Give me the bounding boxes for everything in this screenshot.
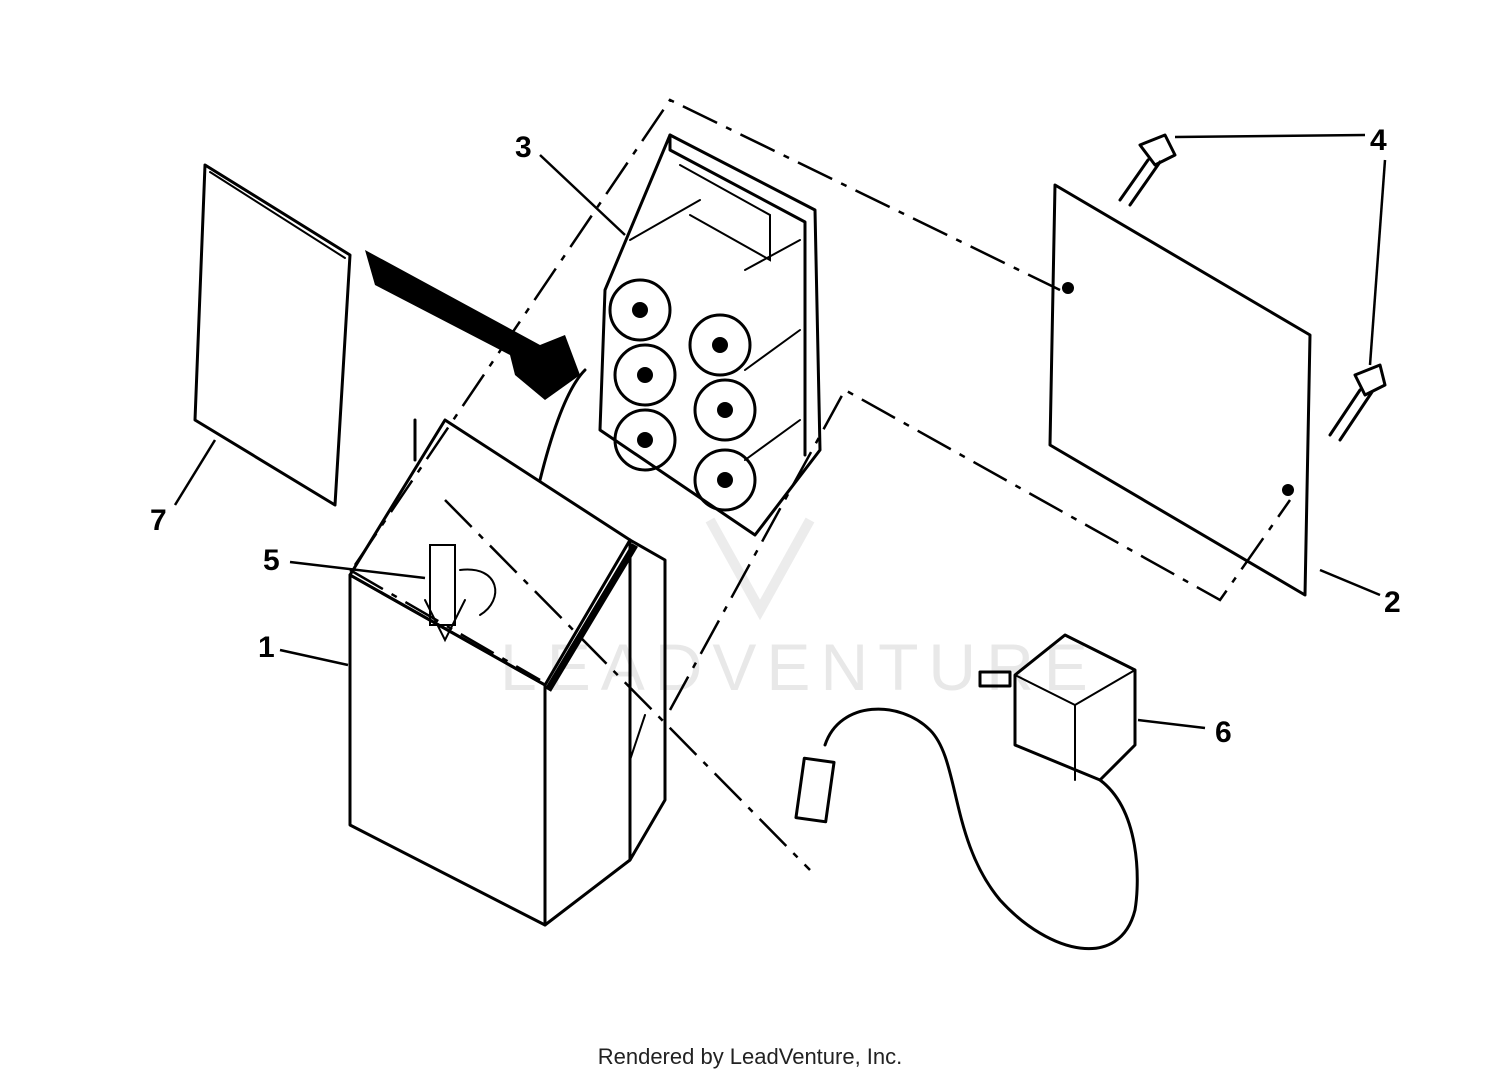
callout-3: 3 (515, 131, 532, 164)
callout-5: 5 (263, 544, 280, 577)
callout-7: 7 (150, 504, 167, 537)
callout-2: 2 (1384, 586, 1401, 619)
insertion-arrow-icon (365, 250, 580, 400)
housing-part (348, 418, 667, 927)
screw-part-lower (1328, 363, 1387, 442)
screw-part-upper (1118, 133, 1177, 207)
callout-6: 6 (1215, 716, 1232, 749)
battery-cell-ends (608, 278, 757, 512)
callout-1: 1 (258, 631, 275, 664)
cover-plate-part (1048, 183, 1312, 597)
footer-credit: Rendered by LeadVenture, Inc. (597, 1044, 903, 1069)
leadventure-watermark: LEADVENTURE (500, 517, 1098, 704)
callout-leaders (173, 133, 1387, 730)
power-adapter-part (794, 633, 1139, 951)
switch-mount (424, 544, 497, 643)
callout-4: 4 (1370, 124, 1387, 157)
filter-pad-part (193, 163, 352, 507)
callout-labels: 1 2 3 4 5 6 7 (150, 124, 1401, 749)
assembly-centerlines (349, 98, 1292, 871)
watermark-text: LEADVENTURE (500, 630, 1098, 704)
battery-pack-part (538, 133, 822, 537)
